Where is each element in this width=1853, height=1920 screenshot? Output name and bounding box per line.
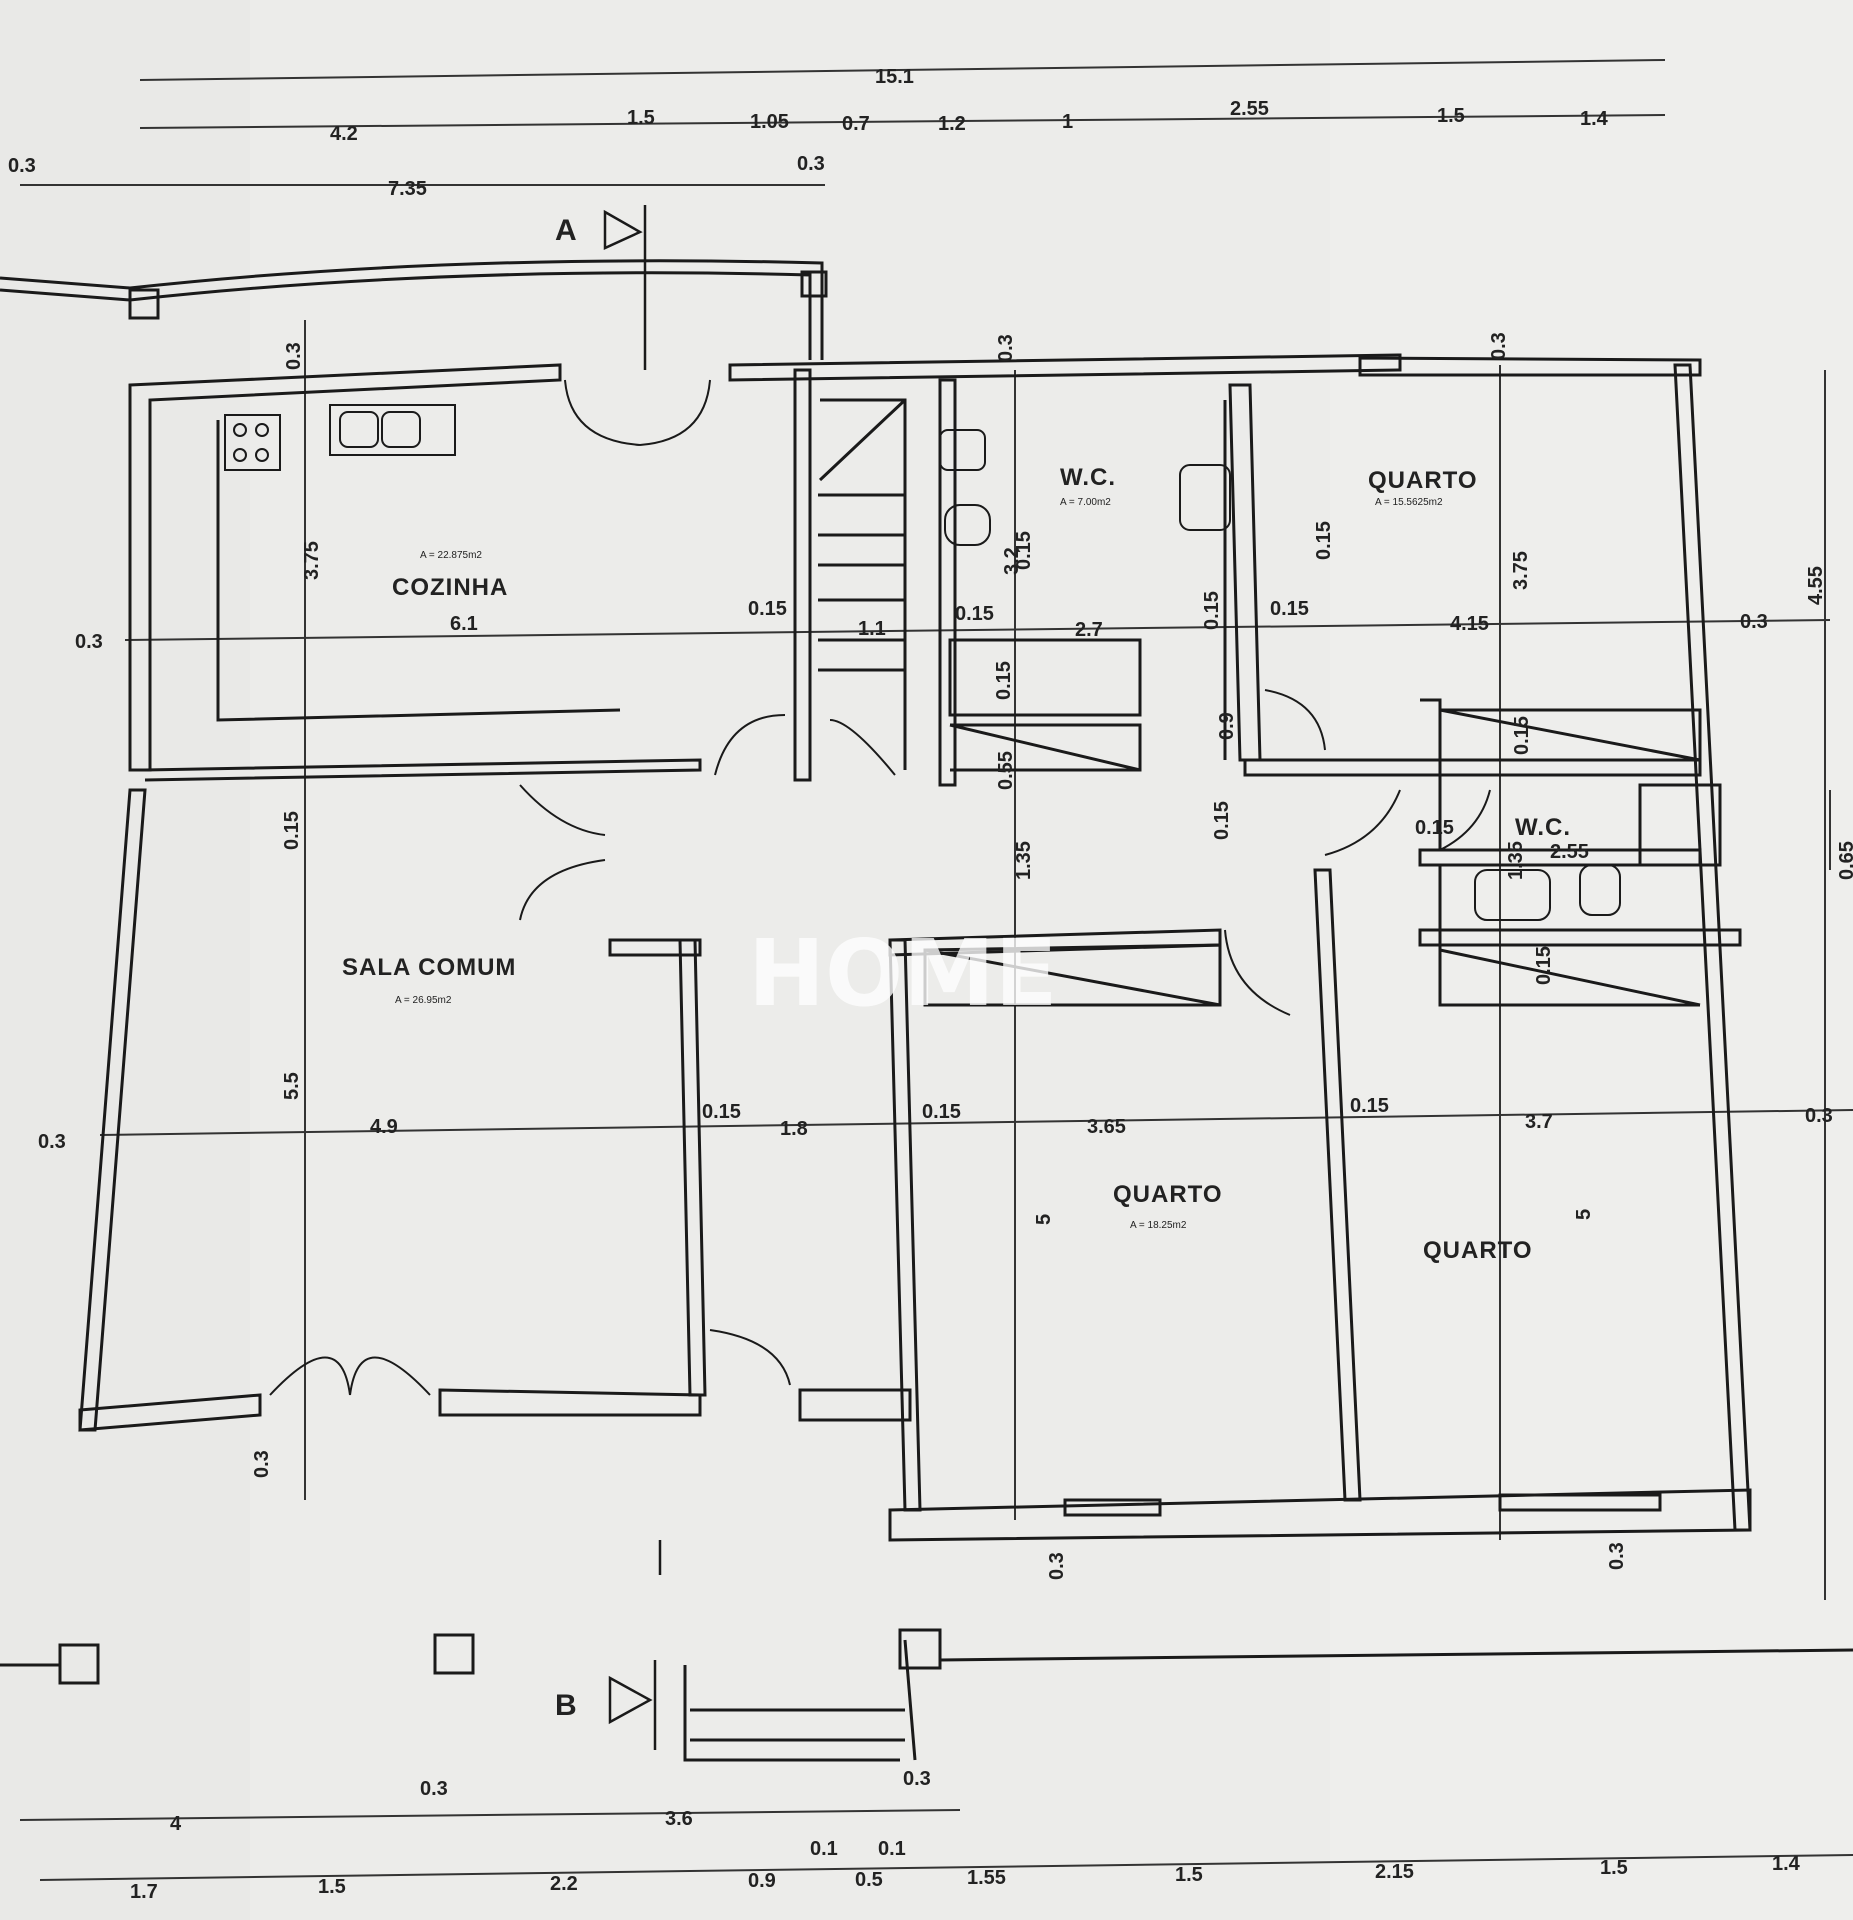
room-area-cozinha: A = 22.875m2 bbox=[420, 550, 482, 561]
dim-top: 2.55 bbox=[1230, 98, 1269, 120]
paper-fold-panel bbox=[1330, 0, 1853, 1920]
dim-top: 1.2 bbox=[938, 113, 966, 135]
room-label-sala-comum: SALA COMUM bbox=[342, 954, 516, 981]
dim-bottom: 0.5 bbox=[855, 1869, 883, 1891]
section-marker-a: A bbox=[555, 214, 577, 247]
dim-top: 0.3 bbox=[8, 155, 36, 177]
room-label-wc: W.C. bbox=[1060, 464, 1116, 491]
dim-vertical: 3.2 bbox=[1001, 547, 1023, 575]
dim-vertical: 0.15 bbox=[1313, 521, 1335, 560]
dim-bottom: 0.1 bbox=[810, 1838, 838, 1860]
dim-interior: 1.8 bbox=[780, 1118, 808, 1140]
door-swings bbox=[269, 379, 1491, 1396]
dim-vertical: 5.5 bbox=[281, 1072, 303, 1100]
dim-vertical: 3.75 bbox=[301, 541, 323, 580]
dim-bottom: 0.1 bbox=[878, 1838, 906, 1860]
dim-bottom: 1.5 bbox=[1600, 1857, 1628, 1879]
room-label-quarto-1: QUARTO bbox=[1368, 467, 1478, 494]
dim-vertical: 0.15 bbox=[281, 811, 303, 850]
dim-top: 1 bbox=[1062, 111, 1073, 133]
dim-interior: 0.3 bbox=[75, 631, 103, 653]
dim-vertical: 1.35 bbox=[1505, 841, 1527, 880]
dim-top: 1.05 bbox=[750, 111, 789, 133]
dim-interior: 2.55 bbox=[1550, 841, 1589, 863]
dim-interior: 6.1 bbox=[450, 613, 478, 635]
dim-vertical: 1.35 bbox=[1013, 841, 1035, 880]
dim-vertical: 0.15 bbox=[993, 661, 1015, 700]
dim-bottom: 1.5 bbox=[318, 1876, 346, 1898]
dim-bottom: 2.2 bbox=[550, 1873, 578, 1895]
room-area-sala-comum: A = 26.95m2 bbox=[395, 995, 452, 1006]
dim-vertical: 0.3 bbox=[251, 1450, 273, 1478]
room-label-quarto-2: QUARTO bbox=[1113, 1181, 1223, 1208]
dim-interior: 0.3 bbox=[1740, 611, 1768, 633]
room-area-quarto-1: A = 15.5625m2 bbox=[1375, 497, 1443, 508]
dim-top: 1.5 bbox=[627, 107, 655, 129]
dim-bottom: 1.5 bbox=[1175, 1864, 1203, 1886]
dim-bottom: 1.55 bbox=[967, 1867, 1006, 1889]
dim-interior: 4.15 bbox=[1450, 613, 1489, 635]
dim-vertical: 4.55 bbox=[1805, 566, 1827, 605]
dim-vertical: 0.3 bbox=[1488, 332, 1510, 360]
dim-bottom: 2.15 bbox=[1375, 1861, 1414, 1883]
paper-fold-panel bbox=[250, 0, 1330, 1920]
dim-interior: 0.15 bbox=[1415, 817, 1454, 839]
dim-top: 4.2 bbox=[330, 123, 358, 145]
dim-interior: 0.15 bbox=[922, 1101, 961, 1123]
dim-top: 7.35 bbox=[388, 178, 427, 200]
watermark-logo: HOME bbox=[748, 920, 1058, 1027]
dim-overall-width: 15.1 bbox=[875, 66, 914, 88]
dim-interior: 4.9 bbox=[370, 1116, 398, 1138]
dim-vertical: 0.3 bbox=[1046, 1552, 1068, 1580]
dim-interior: 2.7 bbox=[1075, 619, 1103, 641]
room-area-quarto-2: A = 18.25m2 bbox=[1130, 1220, 1187, 1231]
dim-vertical: 0.3 bbox=[995, 334, 1017, 362]
room-label-cozinha: COZINHA bbox=[392, 574, 508, 601]
fixtures bbox=[224, 404, 1621, 921]
dim-vertical: 0.15 bbox=[1201, 591, 1223, 630]
dim-vertical: 0.3 bbox=[1606, 1542, 1628, 1570]
dim-vertical: 0.65 bbox=[1836, 841, 1853, 880]
dim-interior: 0.15 bbox=[748, 598, 787, 620]
dim-vertical: 0.15 bbox=[1533, 946, 1555, 985]
dim-interior: 0.3 bbox=[38, 1131, 66, 1153]
dim-bottom: 4 bbox=[170, 1813, 182, 1835]
dim-top: 1.4 bbox=[1580, 108, 1609, 130]
dim-bottom: 3.6 bbox=[665, 1808, 693, 1830]
dim-top: 0.3 bbox=[797, 153, 825, 175]
walls bbox=[0, 259, 1853, 1762]
dim-interior: 0.15 bbox=[1270, 598, 1309, 620]
dim-vertical: 0.15 bbox=[1013, 531, 1035, 570]
dim-interior: 0.15 bbox=[1350, 1095, 1389, 1117]
dim-bottom: 1.4 bbox=[1772, 1853, 1801, 1875]
dimension-lines bbox=[19, 59, 1853, 1881]
dim-bottom: 0.9 bbox=[748, 1870, 776, 1892]
dim-vertical: 0.55 bbox=[995, 751, 1017, 790]
room-label-wc-2: W.C. bbox=[1515, 814, 1571, 841]
room-label-quarto-3: QUARTO bbox=[1423, 1237, 1533, 1264]
dim-bottom: 1.7 bbox=[130, 1881, 158, 1903]
room-area-wc: A = 7.00m2 bbox=[1060, 497, 1111, 508]
section-arrows bbox=[603, 205, 662, 1750]
dim-vertical: 5 bbox=[1033, 1214, 1055, 1225]
dim-interior: 0.15 bbox=[702, 1101, 741, 1123]
dim-vertical: 0.9 bbox=[1216, 712, 1238, 740]
dim-interior: 3.7 bbox=[1525, 1111, 1553, 1133]
dim-bottom: 0.3 bbox=[903, 1768, 931, 1790]
dim-interior: 0.3 bbox=[1805, 1105, 1833, 1127]
dim-vertical: 0.15 bbox=[1511, 716, 1533, 755]
section-marker-b: B bbox=[555, 1689, 577, 1722]
dim-top: 1.5 bbox=[1437, 105, 1465, 127]
dim-interior: 3.65 bbox=[1087, 1116, 1126, 1138]
dim-interior: 0.15 bbox=[955, 603, 994, 625]
dim-top: 0.7 bbox=[842, 113, 870, 135]
dim-vertical: 0.3 bbox=[283, 342, 305, 370]
dim-interior: 1.1 bbox=[858, 618, 886, 640]
dim-vertical: 3.75 bbox=[1510, 551, 1532, 590]
dim-bottom: 0.3 bbox=[420, 1778, 448, 1800]
dim-vertical: 0.15 bbox=[1211, 801, 1233, 840]
dim-vertical: 5 bbox=[1573, 1209, 1595, 1220]
